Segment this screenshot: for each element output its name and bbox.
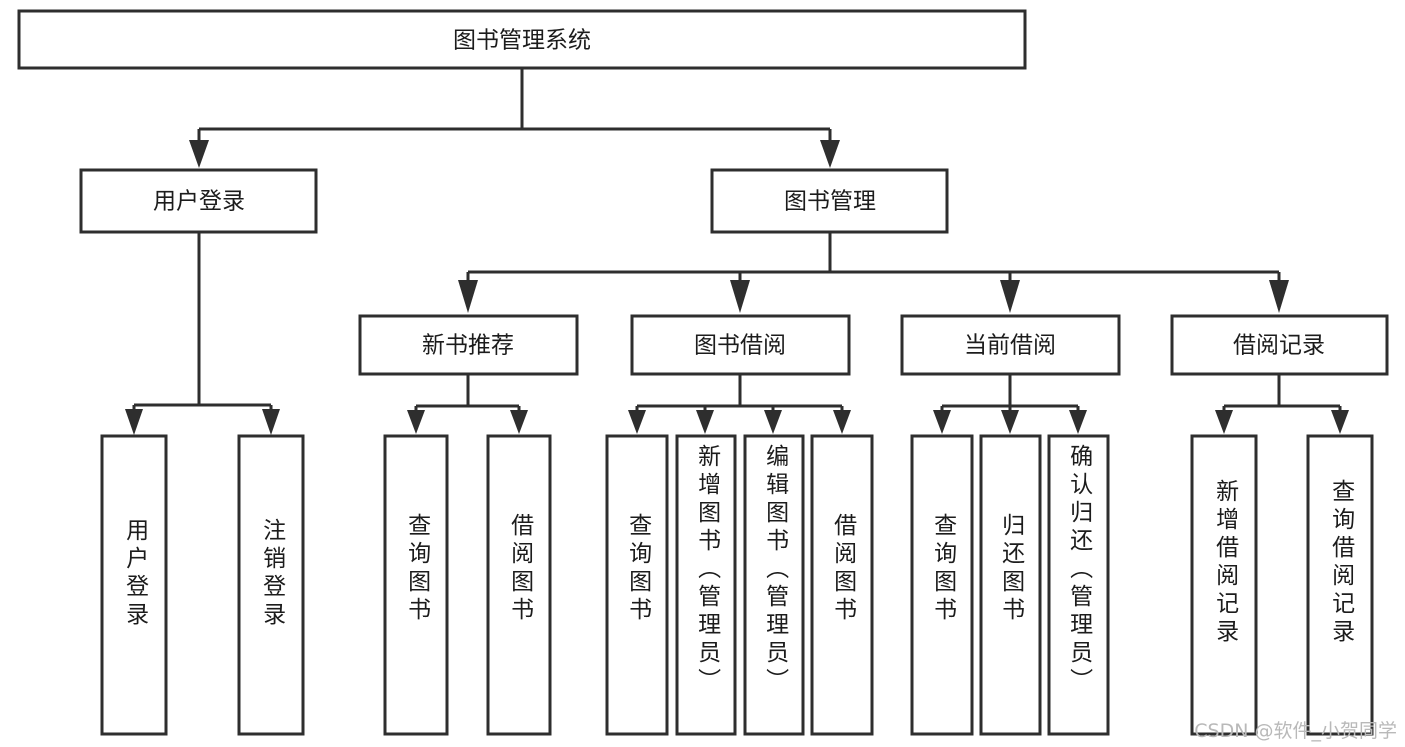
connector-layer xyxy=(125,68,1349,435)
node-box-borrow-record[interactable] xyxy=(1170,314,1389,376)
node-box-title[interactable] xyxy=(17,9,1027,70)
node-box-new-book-recommend[interactable] xyxy=(358,314,579,376)
arrow-head-leaf-borrow-book-1 xyxy=(510,410,528,434)
node-box-leaf-edit-book-admin[interactable] xyxy=(743,434,805,736)
arrow-head-current-borrow xyxy=(1000,280,1020,313)
arrow-head-user-login xyxy=(189,140,209,168)
arrow-head-leaf-logout-login xyxy=(262,409,280,435)
arrow-head-leaf-add-book-admin xyxy=(696,410,714,434)
arrow-head-leaf-query-book-2 xyxy=(628,410,646,434)
node-box-leaf-return-book[interactable] xyxy=(979,434,1042,736)
node-box-leaf-query-borrow-record[interactable] xyxy=(1306,434,1374,736)
node-box-leaf-logout-login[interactable] xyxy=(237,434,305,736)
node-box-leaf-user-login[interactable] xyxy=(100,434,168,736)
arrow-head-leaf-add-borrow-record xyxy=(1215,410,1233,434)
node-box-leaf-query-book-3[interactable] xyxy=(910,434,974,736)
node-label-new-book-recommend: 新书推荐 xyxy=(422,333,514,359)
arrow-head-leaf-confirm-return-admin xyxy=(1069,410,1087,434)
node-box-book-borrow[interactable] xyxy=(630,314,851,376)
node-label-book-manage: 图书管理 xyxy=(784,189,876,215)
node-label-borrow-record: 借阅记录 xyxy=(1233,333,1325,359)
node-box-leaf-confirm-return-admin[interactable] xyxy=(1047,434,1110,736)
node-layer: 图书管理系统 用户登录 图书管理 新书推荐 图书借阅 当前借阅 借阅记录 xyxy=(17,9,1389,736)
arrow-head-leaf-borrow-book-2 xyxy=(833,410,851,434)
node-box-current-borrow[interactable] xyxy=(900,314,1121,376)
arrow-head-book-manage xyxy=(820,140,840,168)
node-box-leaf-add-borrow-record[interactable] xyxy=(1190,434,1258,736)
arrow-head-new-book-recommend xyxy=(458,280,478,313)
node-box-leaf-query-book-2[interactable] xyxy=(605,434,669,736)
node-box-leaf-add-book-admin[interactable] xyxy=(675,434,737,736)
arrow-head-leaf-user-login xyxy=(125,409,143,435)
node-label-title: 图书管理系统 xyxy=(453,28,591,54)
watermark-text: CSDN @软件_小贺同学 xyxy=(1194,720,1397,742)
arrow-head-book-borrow xyxy=(730,280,750,313)
node-box-leaf-query-book-1[interactable] xyxy=(383,434,449,736)
arrow-head-leaf-query-borrow-record xyxy=(1331,410,1349,434)
node-box-leaf-borrow-book-2[interactable] xyxy=(810,434,874,736)
arrow-head-leaf-edit-book-admin xyxy=(764,410,782,434)
arrow-head-leaf-query-book-1 xyxy=(407,410,425,434)
node-box-user-login[interactable] xyxy=(79,168,318,234)
node-label-user-login: 用户登录 xyxy=(153,189,245,215)
node-label-book-borrow: 图书借阅 xyxy=(694,333,786,359)
node-box-leaf-borrow-book-1[interactable] xyxy=(486,434,552,736)
arrow-head-leaf-query-book-3 xyxy=(933,410,951,434)
arrow-head-leaf-return-book xyxy=(1001,410,1019,434)
arrow-head-borrow-record xyxy=(1269,280,1289,313)
node-label-current-borrow: 当前借阅 xyxy=(964,333,1056,359)
node-box-book-manage[interactable] xyxy=(710,168,949,234)
